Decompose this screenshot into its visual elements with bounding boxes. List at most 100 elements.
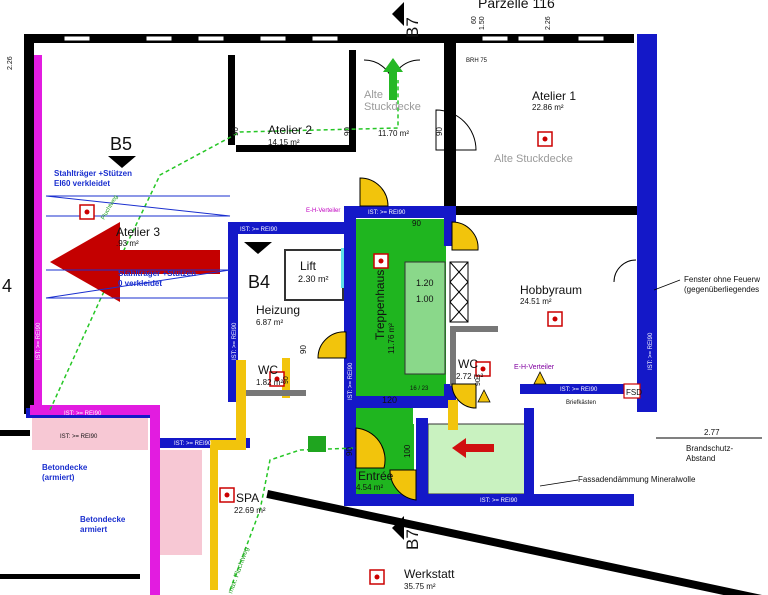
dim-150: 1.50 [479,16,486,30]
dim-120b: 120 [382,395,397,405]
section-b5: B5 [110,134,132,154]
room-treppenhaus-area: 11.76 m² [387,323,396,354]
note-fenster-a: Fenster ohne Feuerw [684,275,760,284]
section-b7-bottom: B7 [403,529,422,550]
room-lift-area: 2.30 m² [298,274,329,284]
hatch-area-2 [158,450,202,555]
dim-226b: 2.26 [545,16,552,30]
fire-walls [26,34,657,506]
section-marker-b7-top [392,2,404,26]
room-corridor-area: 11.70 m² [378,129,409,138]
room-entree-name: Entrée [358,469,394,483]
room-hobby-area: 24.51 m² [520,297,552,306]
stair-shaft [404,261,446,375]
room-wc1-name: WC [258,363,278,377]
note-beton-2a: Betondecke [80,515,126,524]
hatch-area-1 [32,418,148,450]
section-b7-top: B7 [403,17,422,38]
dim-90e: 90 [299,345,308,354]
room-lift-name: Lift [300,259,317,273]
dim-90b: 90 [343,127,352,136]
note-brand-b: Abstand [686,454,715,463]
section-marker-b4 [244,242,272,254]
room-wc2-name: WC [458,357,478,371]
rei90-2: IST: >= REI90 [368,210,406,216]
room-atelier2-name: Atelier 2 [268,123,312,137]
rei90-1: IST: >= REI90 [240,227,278,233]
interior-walls [246,326,498,396]
room-atelier3-name: Atelier 3 [116,225,160,239]
small-red-arrow-icon [452,438,494,458]
fassade-leader [539,479,579,487]
room-hobby-name: Hobbyraum [520,283,582,297]
note-beton-1a: Betondecke [42,463,88,472]
room-wc1-area: 1.82 m² [256,378,283,387]
steel-beams [45,195,231,299]
dim-stairs: 16 / 23 [410,386,429,392]
red-arrow-icon [50,222,220,302]
section-marker-b7-bottom [392,516,404,540]
rei90-5: IST: >= REI90 [560,387,598,393]
warning-icon-2 [533,371,547,385]
room-treppenhaus-name: Treppenhaus [373,270,387,340]
room-atelier1-area: 22.86 m² [532,103,564,112]
dim-90g: 90 [475,378,482,386]
note-beton-2b: armiert [80,525,107,534]
note-stahl-2b: 0 verkleidet [118,279,162,288]
note-brand-a: Brandschutz- [686,444,733,453]
note-fenster-b: (gegenüberliegendes [684,285,759,294]
rei90-7: IST: >= REI90 [60,434,98,440]
room-wc2-area: 2.72 m² [456,372,483,381]
rei90-9: IST: >= REI90 [348,362,354,400]
yellow-walls [210,358,458,590]
rei90-10: IST: >= REI90 [232,322,238,360]
parcel-label: Parzelle 116 [478,0,555,11]
magenta-walls [30,55,160,595]
note-alte-stuck-1: Alte Stuckdecke [494,153,573,165]
lift-shaft [284,249,344,301]
note-stahl-1a: Stahlträger +Stützen [54,169,132,178]
rei90-8: IST: >= REI90 [648,332,654,370]
dim-60: 60 [471,16,478,24]
note-eh-1: E-H-Verteiler [306,208,340,214]
yellow-doors [317,177,479,501]
section-left-4: 4 [2,276,12,296]
dim-90h: 90 [345,447,354,456]
dim-90a: 90 [231,127,240,136]
note-fluchtweg-1: Fluchtweg [101,194,120,221]
room-spa-area: 22.69 m² [234,506,266,515]
lobby-fill [427,423,533,495]
fire-labels: IST: >= REI90 IST: >= REI90 IST: >= REI9… [36,210,654,504]
note-alte-stuck-2b: Stuckdecke [364,101,421,113]
detector-dots [84,136,558,580]
dim-90d: 90 [412,219,421,228]
note-brh: BRH 75 [466,58,488,64]
room-werkstatt-area: 35.75 m² [404,582,436,591]
room-atelier1-name: Atelier 1 [532,89,576,103]
room-entree-area: 4.54 m² [356,483,383,492]
escape-route [49,80,399,591]
note-briefkasten: Briefkästen [566,400,596,406]
section-b4: B4 [248,272,270,292]
dim-90f: 90 [283,376,290,384]
fenster-leader [653,279,681,291]
fsd-box [623,383,641,399]
rei90-4: IST: >= REI90 [174,441,212,447]
green-arrow-icon [383,58,403,100]
note-brand-dist: 2.77 [704,428,720,437]
rei90-3: IST: >= REI90 [64,411,102,417]
dim-226a: 2.26 [7,56,14,70]
note-alte-stuck-2a: Alte [364,89,383,101]
dim-100a: 1.00 [416,294,434,304]
warning-icon [477,389,491,403]
room-werkstatt-name: Werkstatt [404,567,455,581]
note-stahl-1b: EI60 verkleidet [54,179,110,188]
window-openings [63,35,605,42]
rei90-11: IST: >= REI90 [36,322,42,360]
note-beton-1b: (armiert) [42,473,75,482]
stair-windows [449,261,469,323]
room-atelier3-area: .93 m² [116,239,139,248]
rei90-6: IST: >= REI90 [480,498,518,504]
note-stahl-2a: Stahlträger +Stützen [118,269,196,278]
